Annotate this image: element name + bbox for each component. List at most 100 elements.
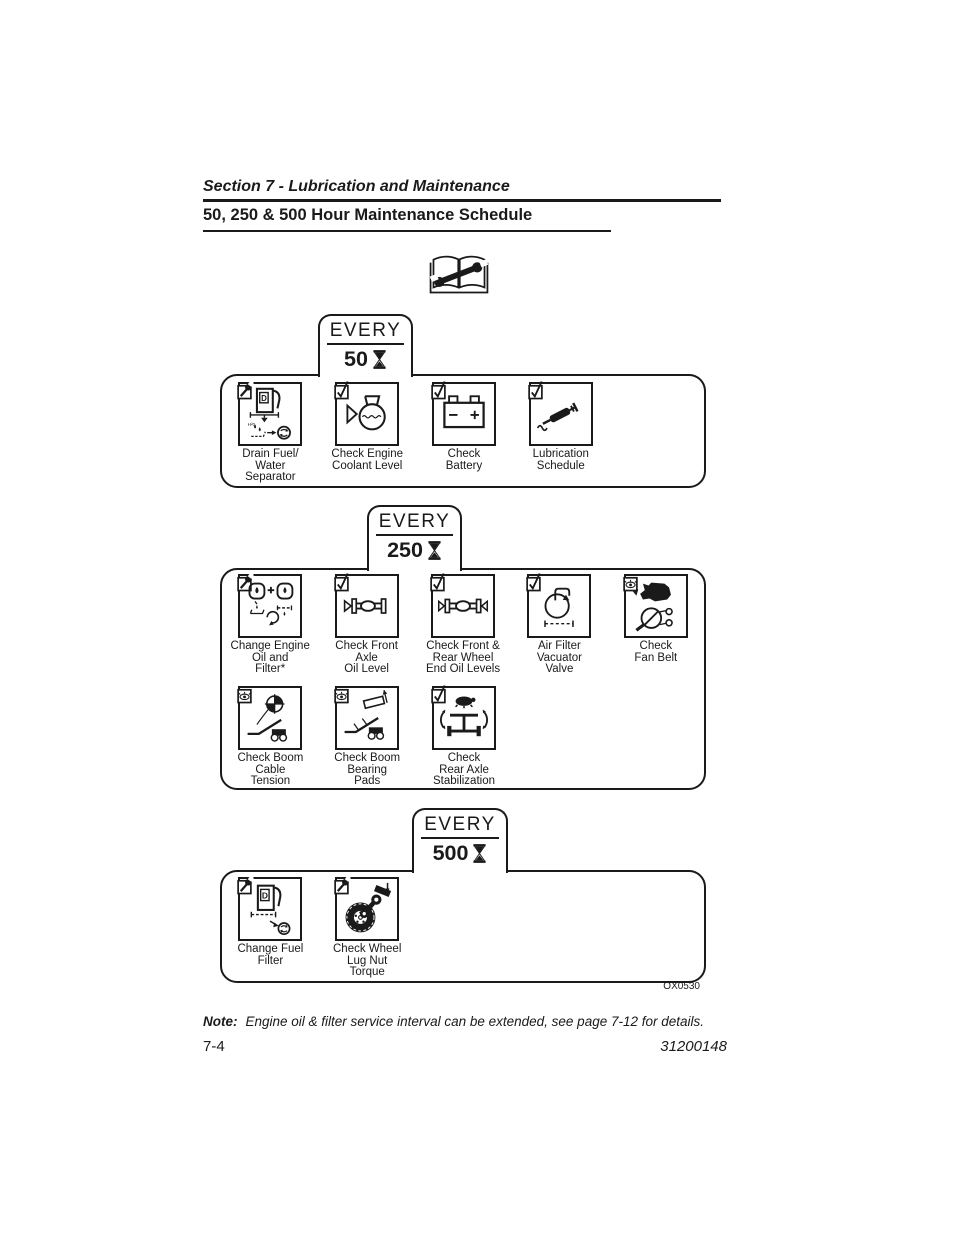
- task-icon-box: [334, 684, 400, 750]
- task-cell: D Change Fuel Filter: [222, 875, 319, 979]
- hourglass-icon: [427, 541, 442, 561]
- boom-bearing-pads-icon: [337, 688, 397, 748]
- task-label: Check Wheel Lug Nut Torque: [333, 943, 402, 978]
- document-number: 31200148: [660, 1038, 727, 1055]
- task-cell: Check Rear Axle Stabilization: [416, 684, 513, 788]
- interval-tab-250: EVERY 250: [367, 505, 462, 571]
- check-badge-icon: [528, 380, 545, 401]
- wheel-end-oil-icon: [433, 576, 493, 636]
- interval-every-label: EVERY: [329, 320, 402, 341]
- task-row: D H²0 Drain Fuel/ Water Separator Check …: [222, 380, 704, 484]
- eye-badge-icon: [334, 684, 351, 705]
- check-badge-icon: [431, 684, 448, 705]
- figure-code: OX0530: [663, 981, 700, 992]
- task-label: Check Fan Belt: [634, 640, 678, 664]
- task-row: Change Engine Oil and Filter* Check Fron…: [222, 572, 704, 676]
- check-badge-icon: [431, 380, 448, 401]
- page-title-rule: [203, 230, 611, 232]
- check-badge-icon: [526, 572, 543, 593]
- task-label: Check Engine Coolant Level: [331, 448, 403, 472]
- interval-hours: 50: [344, 347, 368, 372]
- page-number: 7-4: [203, 1038, 225, 1055]
- eye-badge-icon: [623, 572, 640, 593]
- task-icon-box: [333, 572, 399, 638]
- task-icon-box: [623, 572, 688, 638]
- hourglass-icon: [472, 844, 487, 864]
- interval-hours: 500: [432, 841, 469, 866]
- task-cell: Check Wheel Lug Nut Torque: [319, 875, 416, 979]
- fan-belt-icon: [626, 576, 686, 636]
- hourglass-icon: [372, 350, 387, 370]
- task-icon-box: D H²0: [237, 380, 303, 446]
- task-icon-box: [528, 380, 593, 446]
- rear-axle-stabilization-icon: [434, 688, 494, 748]
- task-label: Check Boom Cable Tension: [237, 752, 304, 787]
- service-manual-book-wrench-icon: [424, 252, 494, 298]
- task-label: Check Battery: [445, 448, 483, 472]
- task-icon-box: [526, 572, 592, 638]
- task-cell: Change Engine Oil and Filter*: [222, 572, 318, 676]
- task-icon-box: [237, 572, 303, 638]
- task-label: Air Filter Vacuator Valve: [536, 640, 583, 675]
- tab-underline: [327, 343, 404, 346]
- task-label: Check Boom Bearing Pads: [334, 752, 401, 787]
- task-label: Check Rear Axle Stabilization: [432, 752, 495, 787]
- wrench-badge-icon: [237, 875, 255, 896]
- wrench-badge-icon: [237, 572, 255, 593]
- fuel-water-separator-icon: D H²0: [240, 384, 300, 444]
- task-cell: Check Battery: [416, 380, 513, 484]
- task-row: Check Boom Cable Tension Check Boom Bear…: [222, 684, 704, 788]
- task-icon-box: [334, 875, 400, 941]
- interval-box-250: Change Engine Oil and Filter* Check Fron…: [220, 568, 706, 790]
- engine-oil-filter-icon: [240, 576, 300, 636]
- task-cell: Check Boom Bearing Pads: [319, 686, 416, 788]
- eye-badge-icon: [237, 684, 254, 705]
- task-cell: Air Filter Vacuator Valve: [511, 572, 607, 676]
- task-cell: D H²0 Drain Fuel/ Water Separator: [222, 380, 319, 484]
- task-icon-box: D: [237, 875, 303, 941]
- task-cell: Check Engine Coolant Level: [319, 381, 416, 484]
- section-title-rule: [203, 199, 721, 202]
- note: Note: Engine oil & filter service interva…: [203, 1014, 704, 1029]
- interval-every-label: EVERY: [424, 814, 496, 835]
- task-label: Change Engine Oil and Filter*: [230, 640, 310, 675]
- task-label: Change Fuel Filter: [237, 943, 304, 967]
- svg-text:H²0: H²0: [248, 422, 256, 427]
- air-filter-vacuator-icon: [529, 576, 589, 636]
- wrench-badge-icon: [237, 380, 255, 401]
- grease-gun-icon: [531, 384, 591, 444]
- interval-hours: 250: [387, 538, 423, 563]
- note-label: Note:: [203, 1014, 238, 1029]
- task-icon-box: [237, 684, 303, 750]
- task-label: Drain Fuel/ Water Separator: [242, 448, 299, 483]
- interval-box-50: D H²0 Drain Fuel/ Water Separator Check …: [220, 374, 706, 488]
- front-axle-oil-icon: [337, 576, 397, 636]
- task-cell: Check Fan Belt: [608, 574, 704, 676]
- tab-underline: [421, 837, 499, 840]
- interval-tab-500: EVERY 500: [412, 808, 508, 873]
- task-cell: Check Front & Rear Wheel End Oil Levels: [415, 572, 511, 676]
- battery-icon: [434, 384, 494, 444]
- check-badge-icon: [430, 572, 447, 593]
- task-cell: Lubrication Schedule: [512, 380, 609, 484]
- task-icon-box: [430, 572, 496, 638]
- note-text: Engine oil & filter service interval can…: [245, 1014, 705, 1029]
- wrench-badge-icon: [334, 875, 352, 896]
- boom-cable-tension-icon: [240, 688, 300, 748]
- interval-box-500: D Change Fuel Filter Check Wheel Lug Nut…: [220, 870, 706, 983]
- task-icon-box: [334, 381, 400, 446]
- svg-text:D: D: [262, 890, 268, 900]
- task-cell: Check Front Axle Oil Level: [318, 572, 414, 676]
- task-label: Lubrication Schedule: [532, 448, 589, 472]
- check-badge-icon: [333, 572, 351, 593]
- task-label: Check Front Axle Oil Level: [335, 640, 398, 675]
- svg-text:D: D: [261, 394, 267, 403]
- task-label: Check Front & Rear Wheel End Oil Levels: [425, 640, 501, 675]
- task-icon-box: [431, 380, 496, 446]
- wheel-lug-nut-torque-icon: [337, 879, 397, 939]
- task-row: D Change Fuel Filter Check Wheel Lug Nut…: [222, 875, 704, 979]
- task-cell: Check Boom Cable Tension: [222, 686, 319, 788]
- task-icon-box: [431, 684, 496, 750]
- tab-underline: [376, 534, 453, 537]
